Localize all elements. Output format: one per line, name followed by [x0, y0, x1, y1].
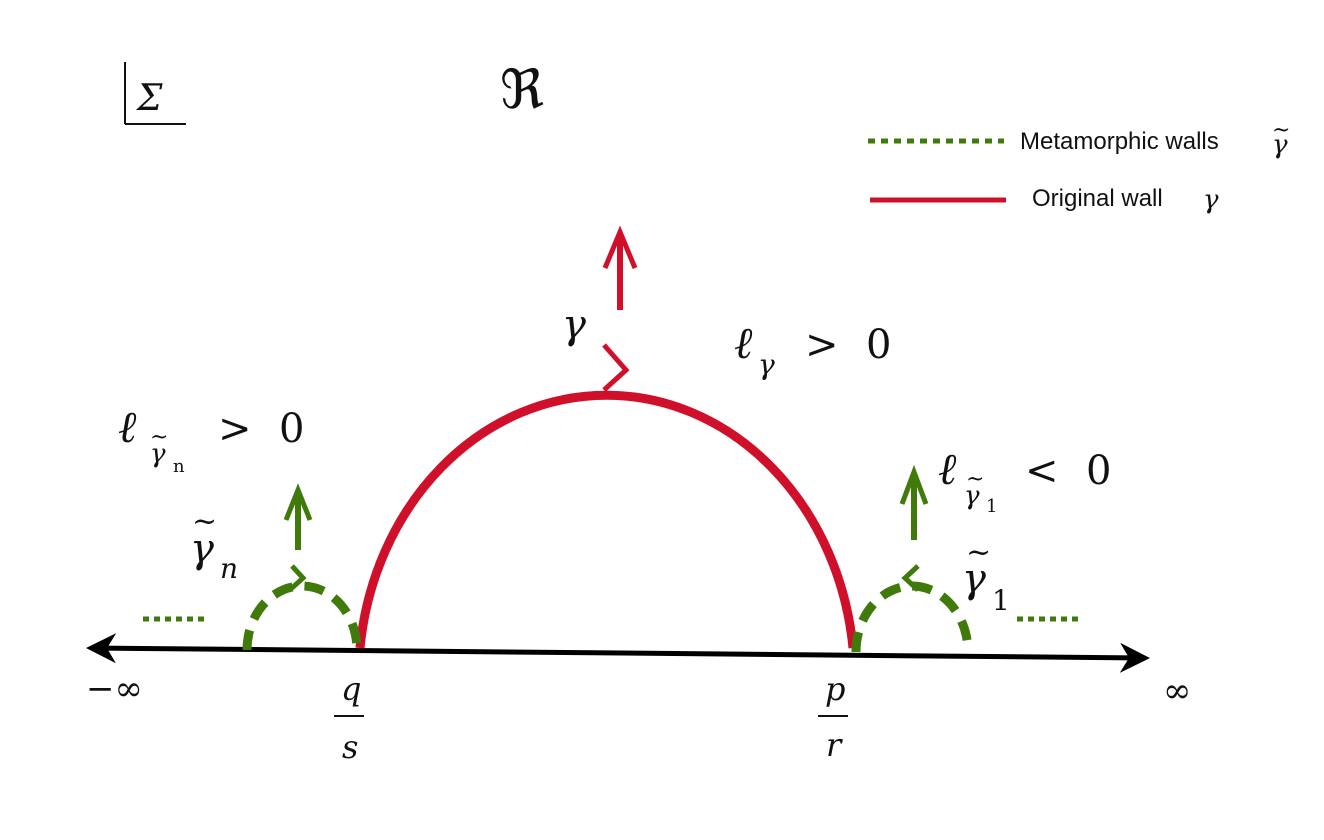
metamorphic-n-condition-value: 0 [279, 406, 304, 452]
original-wall-normal-arrowhead-icon [602, 225, 638, 269]
legend-original-label: Original wall [1032, 185, 1163, 212]
original-wall-arc [355, 390, 858, 649]
real-axis [86, 633, 1150, 673]
metamorphic-n-condition-subscript-tilde: ~ [150, 425, 168, 450]
axis-left-label: −∞ [86, 669, 143, 709]
metamorphic-1-condition-relation: < [1025, 448, 1059, 494]
original-condition-relation: > [805, 322, 839, 368]
metamorphic-wall-1-arc [851, 581, 973, 653]
metamorphic-wall-n-condition: ℓ ~ γ n > 0 [118, 402, 304, 477]
axis-right-label: ∞ [1163, 671, 1191, 711]
metamorphic-n-condition-relation: > [218, 406, 252, 452]
metamorphic-wall-n: ~ γ n [190, 483, 362, 651]
legend-metamorphic-label: Metamorphic walls [1020, 128, 1219, 155]
metamorphic-wall-1-tilde: ~ [966, 535, 991, 570]
metamorphic-1-condition-subscript: γ [964, 481, 980, 511]
frame-label: Σ [135, 78, 163, 119]
metamorphic-wall-n-normal-arrowhead-icon [283, 483, 313, 521]
metamorphic-n-condition-subscript: γ [150, 439, 166, 469]
metamorphic-1-condition-ell: ℓ [938, 444, 957, 495]
point-q-over-s-denominator: s [342, 728, 358, 766]
original-wall-symbol: γ [562, 302, 586, 348]
metamorphic-wall-n-chevron [290, 564, 307, 590]
original-wall-direction-chevron [602, 343, 630, 392]
metamorphic-1-condition-subsubscript: 1 [986, 496, 997, 517]
original-wall-condition: ℓ γ > 0 [734, 318, 891, 381]
metamorphic-wall-1-subscript: 1 [992, 584, 1010, 617]
metamorphic-wall-1: ~ γ 1 [851, 464, 1010, 653]
metamorphic-wall-n-arc [242, 581, 362, 651]
legend: Metamorphic walls γ ~ Original wall γ [868, 118, 1290, 215]
metamorphic-wall-1-normal-arrowhead-icon [899, 464, 929, 505]
point-p-over-r-numerator: p [825, 670, 845, 708]
original-condition-value: 0 [866, 322, 891, 368]
metamorphic-wall-n-subscript: n [220, 552, 238, 585]
metamorphic-wall-1-condition: ℓ ~ γ 1 < 0 [938, 444, 1111, 517]
point-p-over-r-denominator: r [826, 726, 843, 764]
legend-metamorphic-symbol: γ [1272, 130, 1288, 160]
frame-label-group: Σ [124, 62, 186, 125]
original-condition-ell: ℓ [734, 318, 753, 369]
point-q-over-s-numerator: q [341, 670, 361, 708]
region-label: ℜ [500, 58, 544, 121]
point-q-over-s: q s [334, 670, 364, 766]
legend-original-symbol: γ [1203, 185, 1219, 215]
original-wall: γ [355, 225, 858, 649]
metamorphic-wall-n-symbol: γ [190, 526, 214, 572]
metamorphic-1-condition-value: 0 [1086, 448, 1111, 494]
metamorphic-wall-1-chevron [901, 564, 920, 592]
legend-metamorphic-tilde: ~ [1272, 118, 1290, 143]
metamorphic-n-condition-ell: ℓ [118, 402, 137, 453]
metamorphic-1-condition-subscript-tilde: ~ [966, 467, 984, 492]
metamorphic-n-condition-subsubscript: n [173, 456, 185, 477]
original-condition-subscript: γ [758, 348, 775, 381]
metamorphic-wall-1-symbol: γ [962, 556, 986, 602]
metamorphic-wall-n-tilde: ~ [192, 504, 217, 539]
point-p-over-r: p r [818, 670, 848, 764]
